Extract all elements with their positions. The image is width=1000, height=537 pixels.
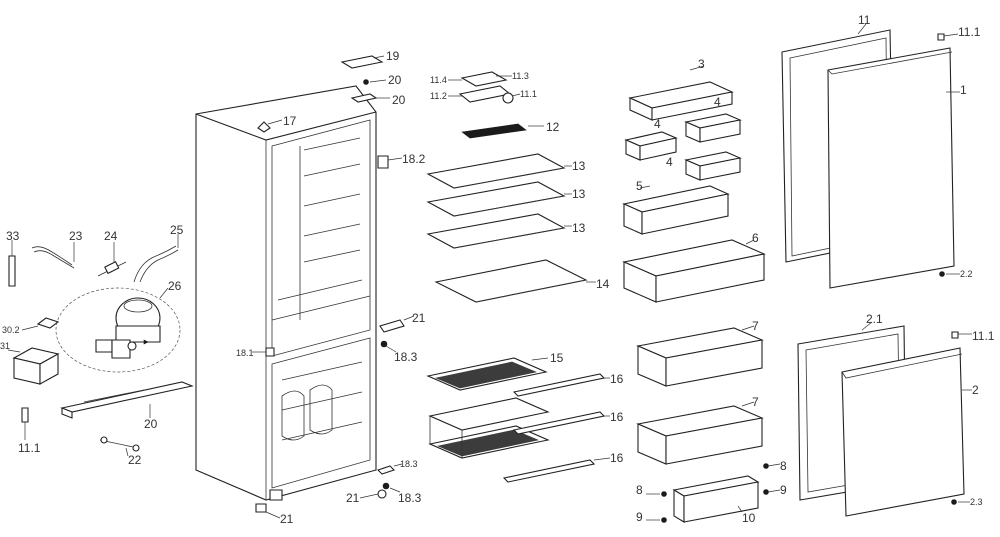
part-33-screws: 11.1 11.1 xyxy=(938,25,995,343)
callout-7-b: 7 xyxy=(752,395,759,409)
callout-8-a: 8 xyxy=(780,459,787,473)
callout-21-a: 20 xyxy=(388,73,402,87)
part-24-wire-harness: 22 xyxy=(100,437,142,467)
callout-9-a: 9 xyxy=(780,483,787,497)
part-25-tube: 23 xyxy=(32,229,83,268)
callout-32: 11.1 xyxy=(18,441,41,455)
part-14-glass-shelf: 14 xyxy=(436,260,610,302)
callout-27: 25 xyxy=(170,223,184,237)
callout-8-b: 8 xyxy=(636,483,643,497)
part-10-drawer-front: 10 xyxy=(674,476,758,525)
part-31-capillary-tube: 33 xyxy=(6,229,20,286)
callout-2: 2 xyxy=(972,383,979,397)
callout-2-2: 2.2 xyxy=(960,269,973,279)
part-28-compressor: 26 xyxy=(56,279,182,372)
callout-16-c: 16 xyxy=(610,451,624,465)
callout-4-c: 4 xyxy=(666,155,673,169)
callout-11: 11 xyxy=(858,13,871,27)
callout-11-2: 11.2 xyxy=(430,91,447,101)
part-2-lower-door: 2 xyxy=(842,348,979,516)
callout-5: 5 xyxy=(636,179,643,193)
part-21-upper-screw: 20 20 xyxy=(352,73,406,107)
callout-13-b: 13 xyxy=(572,187,586,201)
part-17-hinge: 17 xyxy=(258,114,297,132)
part-15-wire-rack-upper: 15 xyxy=(428,351,564,390)
callout-18-2: 18.2 xyxy=(402,152,426,166)
callout-12: 12 xyxy=(546,120,560,134)
callout-18-3: 18.3 xyxy=(400,459,418,469)
callout-15: 15 xyxy=(550,351,564,365)
part-4-small-bins: 4 4 4 xyxy=(626,95,740,180)
callout-22: 21 xyxy=(412,311,426,325)
part-11-fan-assembly: 11.4 11.3 11.2 11.1 xyxy=(430,71,537,103)
part-20-screw: 18.3 xyxy=(381,341,418,364)
callout-13-c: 13 xyxy=(572,221,586,235)
callout-17: 17 xyxy=(283,114,297,128)
callout-28: 26 xyxy=(168,279,182,293)
callout-31: 33 xyxy=(6,229,20,243)
callout-2-1: 2.1 xyxy=(866,312,883,326)
part-cabinet-body xyxy=(196,86,376,512)
callout-11-3: 11.3 xyxy=(512,71,529,81)
part-3-door-bin: 3 xyxy=(630,57,732,120)
callout-4-b: 4 xyxy=(714,95,721,109)
part-18-2-light: 18.2 xyxy=(378,152,426,168)
callout-11-4: 11.4 xyxy=(430,75,447,85)
callout-33-a: 11.1 xyxy=(958,25,981,39)
callout-24: 22 xyxy=(128,453,142,467)
callout-11-1: 11.1 xyxy=(520,89,537,99)
part-2-2-handle-screw: 2.2 xyxy=(940,269,973,279)
callout-29: 20 xyxy=(144,417,158,431)
callout-14: 14 xyxy=(596,277,610,291)
part-32-fuse: 11.1 xyxy=(18,408,41,455)
callout-30-2: 31 xyxy=(0,341,10,351)
part-1-upper-door: 1 xyxy=(828,48,967,288)
part-26-filter-drier: 24 xyxy=(98,229,126,276)
part-8-9-screws: 8 9 8 9 xyxy=(636,459,787,524)
callout-16-b: 16 xyxy=(610,410,624,424)
callout-20: 18.3 xyxy=(394,350,418,364)
callout-23-a: 21 xyxy=(346,491,360,505)
callout-4-a: 4 xyxy=(654,117,661,131)
callout-13-a: 13 xyxy=(572,159,586,173)
part-5-door-bin: 5 xyxy=(624,179,728,234)
callout-10: 10 xyxy=(742,511,756,525)
callout-6: 6 xyxy=(752,231,759,245)
callout-16-a: 16 xyxy=(610,372,624,386)
callout-20-b: 18.3 xyxy=(398,491,422,505)
part-30-1-bracket: 30.2 xyxy=(2,318,58,335)
part-2-3-lower-screw: 2.3 xyxy=(952,497,983,507)
callout-18-1: 18.1 xyxy=(236,348,254,358)
part-29-base-plate: 20 xyxy=(62,382,192,431)
callout-23-b: 21 xyxy=(280,512,294,526)
part-27-hose: 25 xyxy=(134,223,184,282)
part-18-1-light: 18.1 xyxy=(236,348,274,358)
part-13-glass-shelves: 13 13 13 xyxy=(428,154,586,248)
part-6-crisper-drawer: 6 xyxy=(624,231,764,302)
callout-2-3: 2.3 xyxy=(970,497,983,507)
part-7-freezer-drawers: 7 7 xyxy=(638,319,762,464)
callout-21-b: 20 xyxy=(392,93,406,107)
callout-26: 24 xyxy=(104,229,118,243)
callout-30-1: 30.2 xyxy=(2,325,20,335)
callout-25: 23 xyxy=(69,229,83,243)
callout-3: 3 xyxy=(698,57,705,71)
callout-33-b: 11.1 xyxy=(972,329,995,343)
part-19-top-cover: 19 xyxy=(342,49,400,68)
part-22-middle-hinge: 21 xyxy=(380,311,426,332)
callout-9-b: 9 xyxy=(636,510,643,524)
part-20-lower-screw: 18.3 xyxy=(383,483,422,505)
part-12-vent-grille: 12 xyxy=(462,120,560,138)
part-18-3-light: 18.3 xyxy=(378,459,418,474)
callout-1: 1 xyxy=(960,83,967,97)
callout-19: 19 xyxy=(386,49,400,63)
part-30-2-drain-tray: 31 xyxy=(0,341,58,384)
part-23-foot: 21 21 xyxy=(266,490,386,526)
callout-7-a: 7 xyxy=(752,319,759,333)
part-16-rails: 16 16 16 xyxy=(504,372,624,482)
